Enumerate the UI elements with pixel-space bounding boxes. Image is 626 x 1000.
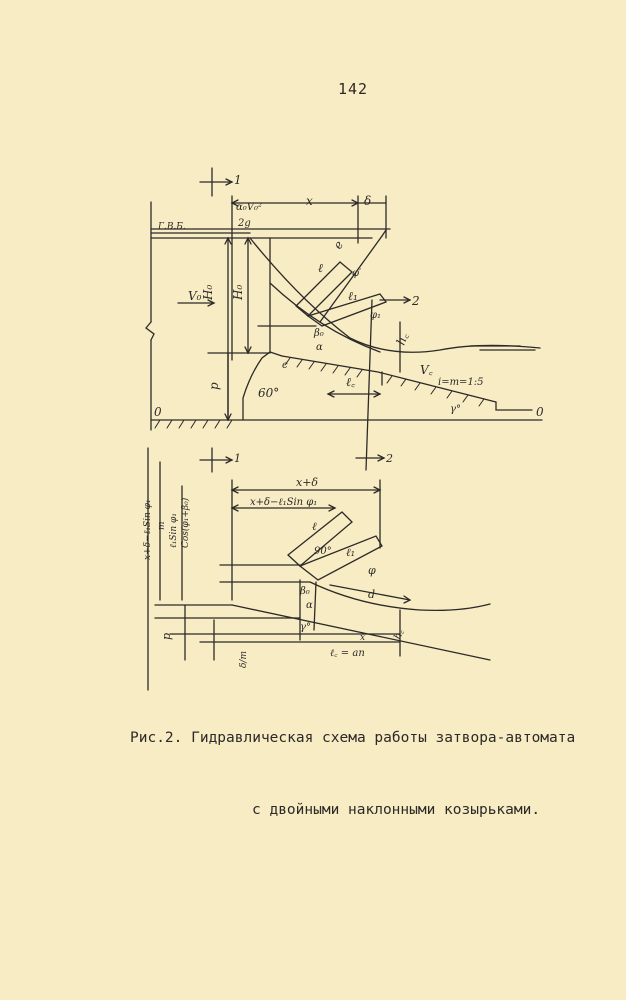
label-phi-prime: φ′ — [352, 268, 362, 279]
label-lc-top: ℓ꜀ — [346, 375, 356, 389]
label-gamma-top: γ° — [450, 404, 461, 415]
top-labels: 1 x δ α₀V₀² 2g Г.В.Б. V₀ H₀ H₀ p 60° ℓ e… — [154, 173, 544, 419]
label-section-2-top: 2 — [411, 294, 420, 308]
label-hc-top: h꜀ — [394, 330, 412, 347]
label-zero-left: 0 — [154, 405, 162, 419]
label-h0: H₀ — [231, 285, 245, 301]
label-l-top: ℓ — [318, 261, 323, 275]
label-left-formula-1: x+δ−ℓ₁Sin φ₁ — [143, 499, 153, 560]
label-hc-bottom: h꜀ — [392, 627, 406, 641]
label-2g: 2g — [237, 218, 251, 229]
label-section-1-top: 1 — [234, 173, 242, 187]
label-beta0-top: β₀ — [313, 328, 324, 339]
bottom-diagram — [147, 447, 491, 691]
page-number: 142 — [338, 80, 369, 98]
label-l1-top: ℓ₁ — [348, 289, 358, 303]
label-l1-bottom: ℓ₁ — [346, 546, 355, 559]
label-l-bottom: ℓ — [312, 520, 317, 533]
label-x-plus-delta: x+δ — [296, 476, 318, 489]
label-gamma-bottom: γ° — [300, 622, 311, 633]
label-delta: δ — [364, 194, 371, 208]
label-delta-ratio: δ/m — [239, 651, 249, 668]
top-diagram — [145, 167, 543, 471]
label-left-formula-3: ℓ₁Sin φ₁ — [169, 513, 179, 548]
label-c-top: c — [282, 360, 288, 371]
label-section-2-bottom: 2 — [385, 452, 393, 465]
label-x-small: x — [360, 633, 365, 643]
label-left-formula-2: m — [157, 521, 167, 530]
bottom-labels: 1 2 x+δ x+δ−ℓ₁Sin φ₁ x+δ−ℓ₁Sin φ₁ m ℓ₁Si… — [143, 452, 406, 668]
label-left-formula-4: Cos(φ₁+β₀) — [180, 497, 191, 548]
label-v0: V₀ — [188, 289, 202, 303]
label-angle-60: 60° — [258, 386, 279, 400]
label-vc: V꜀ — [420, 363, 434, 377]
label-phi1: φ₁ — [370, 310, 381, 321]
label-p-top: p — [207, 382, 221, 390]
label-x: x — [306, 194, 313, 208]
label-zero-right: 0 — [536, 405, 544, 419]
label-slope: i=m=1:5 — [438, 377, 484, 388]
label-e-top: e — [330, 238, 346, 251]
label-x-delta-formula: x+δ−ℓ₁Sin φ₁ — [250, 497, 317, 508]
label-alpha-bottom: α — [306, 600, 313, 611]
label-lc-formula: ℓ꜀ = an — [330, 648, 365, 659]
label-p-bottom: p — [160, 633, 173, 640]
caption-line-1: Рис.2. Гидравлическая схема работы затво… — [130, 730, 576, 746]
figure-caption: Рис.2. Гидравлическая схема работы затво… — [130, 678, 575, 846]
label-alpha-top: α — [316, 342, 323, 353]
label-h-total: H₀ — [201, 285, 215, 301]
label-d: d — [368, 588, 375, 601]
label-water-level: Г.В.Б. — [157, 222, 186, 232]
label-velocity-head: α₀V₀² — [236, 202, 262, 213]
caption-line-2: с двойными наклонными козырьками. — [252, 802, 541, 818]
label-phi-bottom: φ — [368, 564, 376, 577]
label-angle-90: 90° — [314, 546, 332, 557]
label-section-1-bottom: 1 — [234, 452, 241, 465]
label-beta0-bottom: β₀ — [299, 586, 310, 597]
